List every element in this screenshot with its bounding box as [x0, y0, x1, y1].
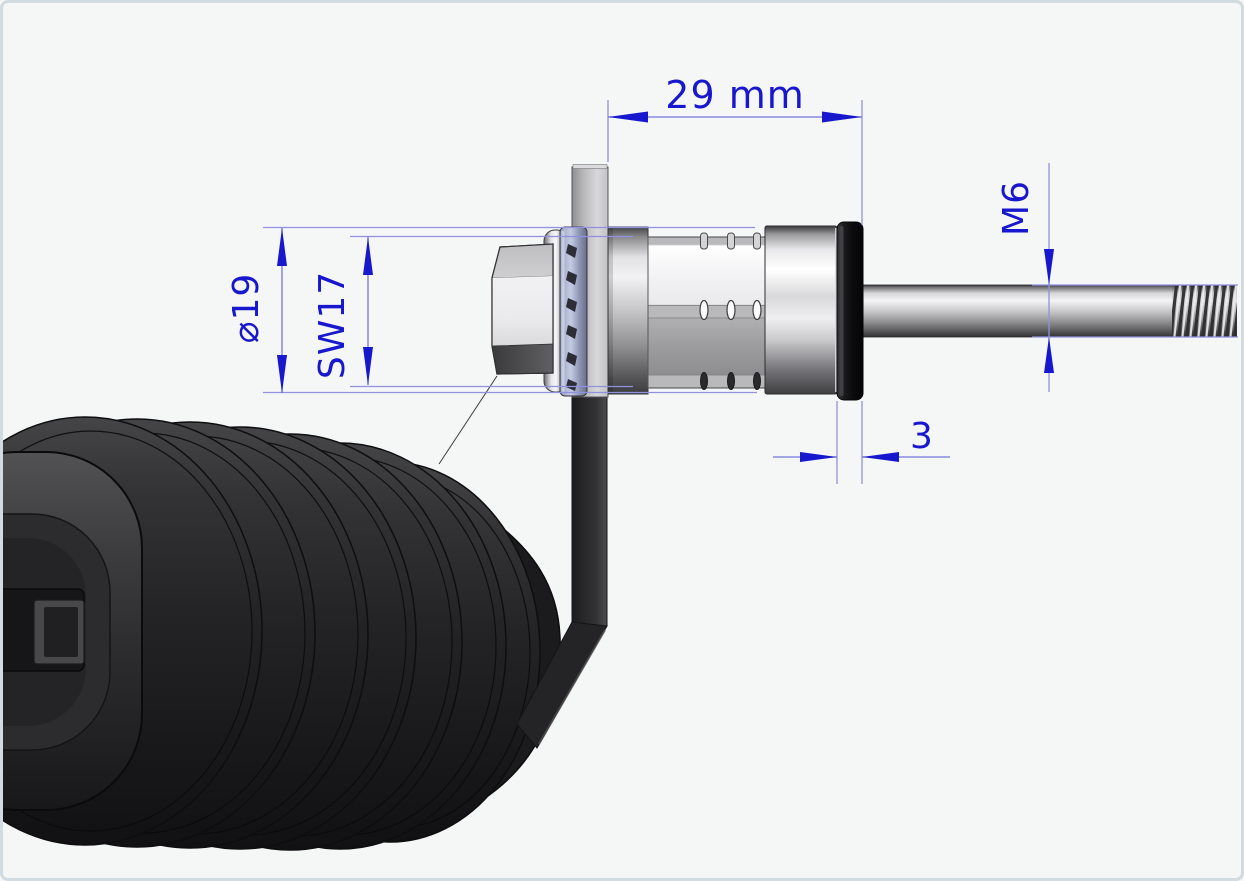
housing-bottom-slots	[700, 372, 761, 390]
housing-right-band	[764, 225, 838, 395]
cable-connector-end	[0, 451, 143, 811]
dimension-label-overall-length: 29 mm	[665, 73, 804, 117]
bracket-strap	[516, 621, 608, 749]
hex-nut-top-facet	[491, 243, 554, 279]
hex-nut-bottom-facet	[491, 343, 554, 375]
bracket-leg	[571, 387, 608, 627]
leader-line	[438, 375, 498, 465]
sensor-housing-body	[607, 225, 838, 395]
dimension-label-body-diameter: ⌀19	[226, 273, 267, 343]
housing-white-window	[647, 244, 766, 306]
housing-gray-window	[647, 317, 766, 376]
threaded-shaft-m6	[836, 221, 1237, 401]
dimension-label-wrench-size: SW17	[312, 271, 353, 379]
hex-nut-mid-facet	[492, 276, 553, 346]
dimension-label-spacer-thickness: 3	[910, 416, 934, 457]
housing-top-slots	[700, 232, 761, 250]
housing-left-band	[607, 226, 649, 395]
dimension-layer: 29 mm ⌀19 SW17 M6 3	[226, 73, 1238, 484]
hex-nut	[491, 243, 554, 375]
shaft-smooth-section	[857, 284, 1174, 338]
shaft-thread-section	[1172, 284, 1237, 338]
bellows-ribs	[0, 416, 541, 851]
dimension-arrows	[277, 111, 1054, 462]
serration-teeth	[566, 244, 577, 391]
extension-lines	[263, 100, 1238, 484]
housing-middle-slots	[699, 299, 762, 321]
rubber-bellows-boot	[0, 416, 561, 851]
dimension-label-thread-size: M6	[996, 180, 1037, 236]
